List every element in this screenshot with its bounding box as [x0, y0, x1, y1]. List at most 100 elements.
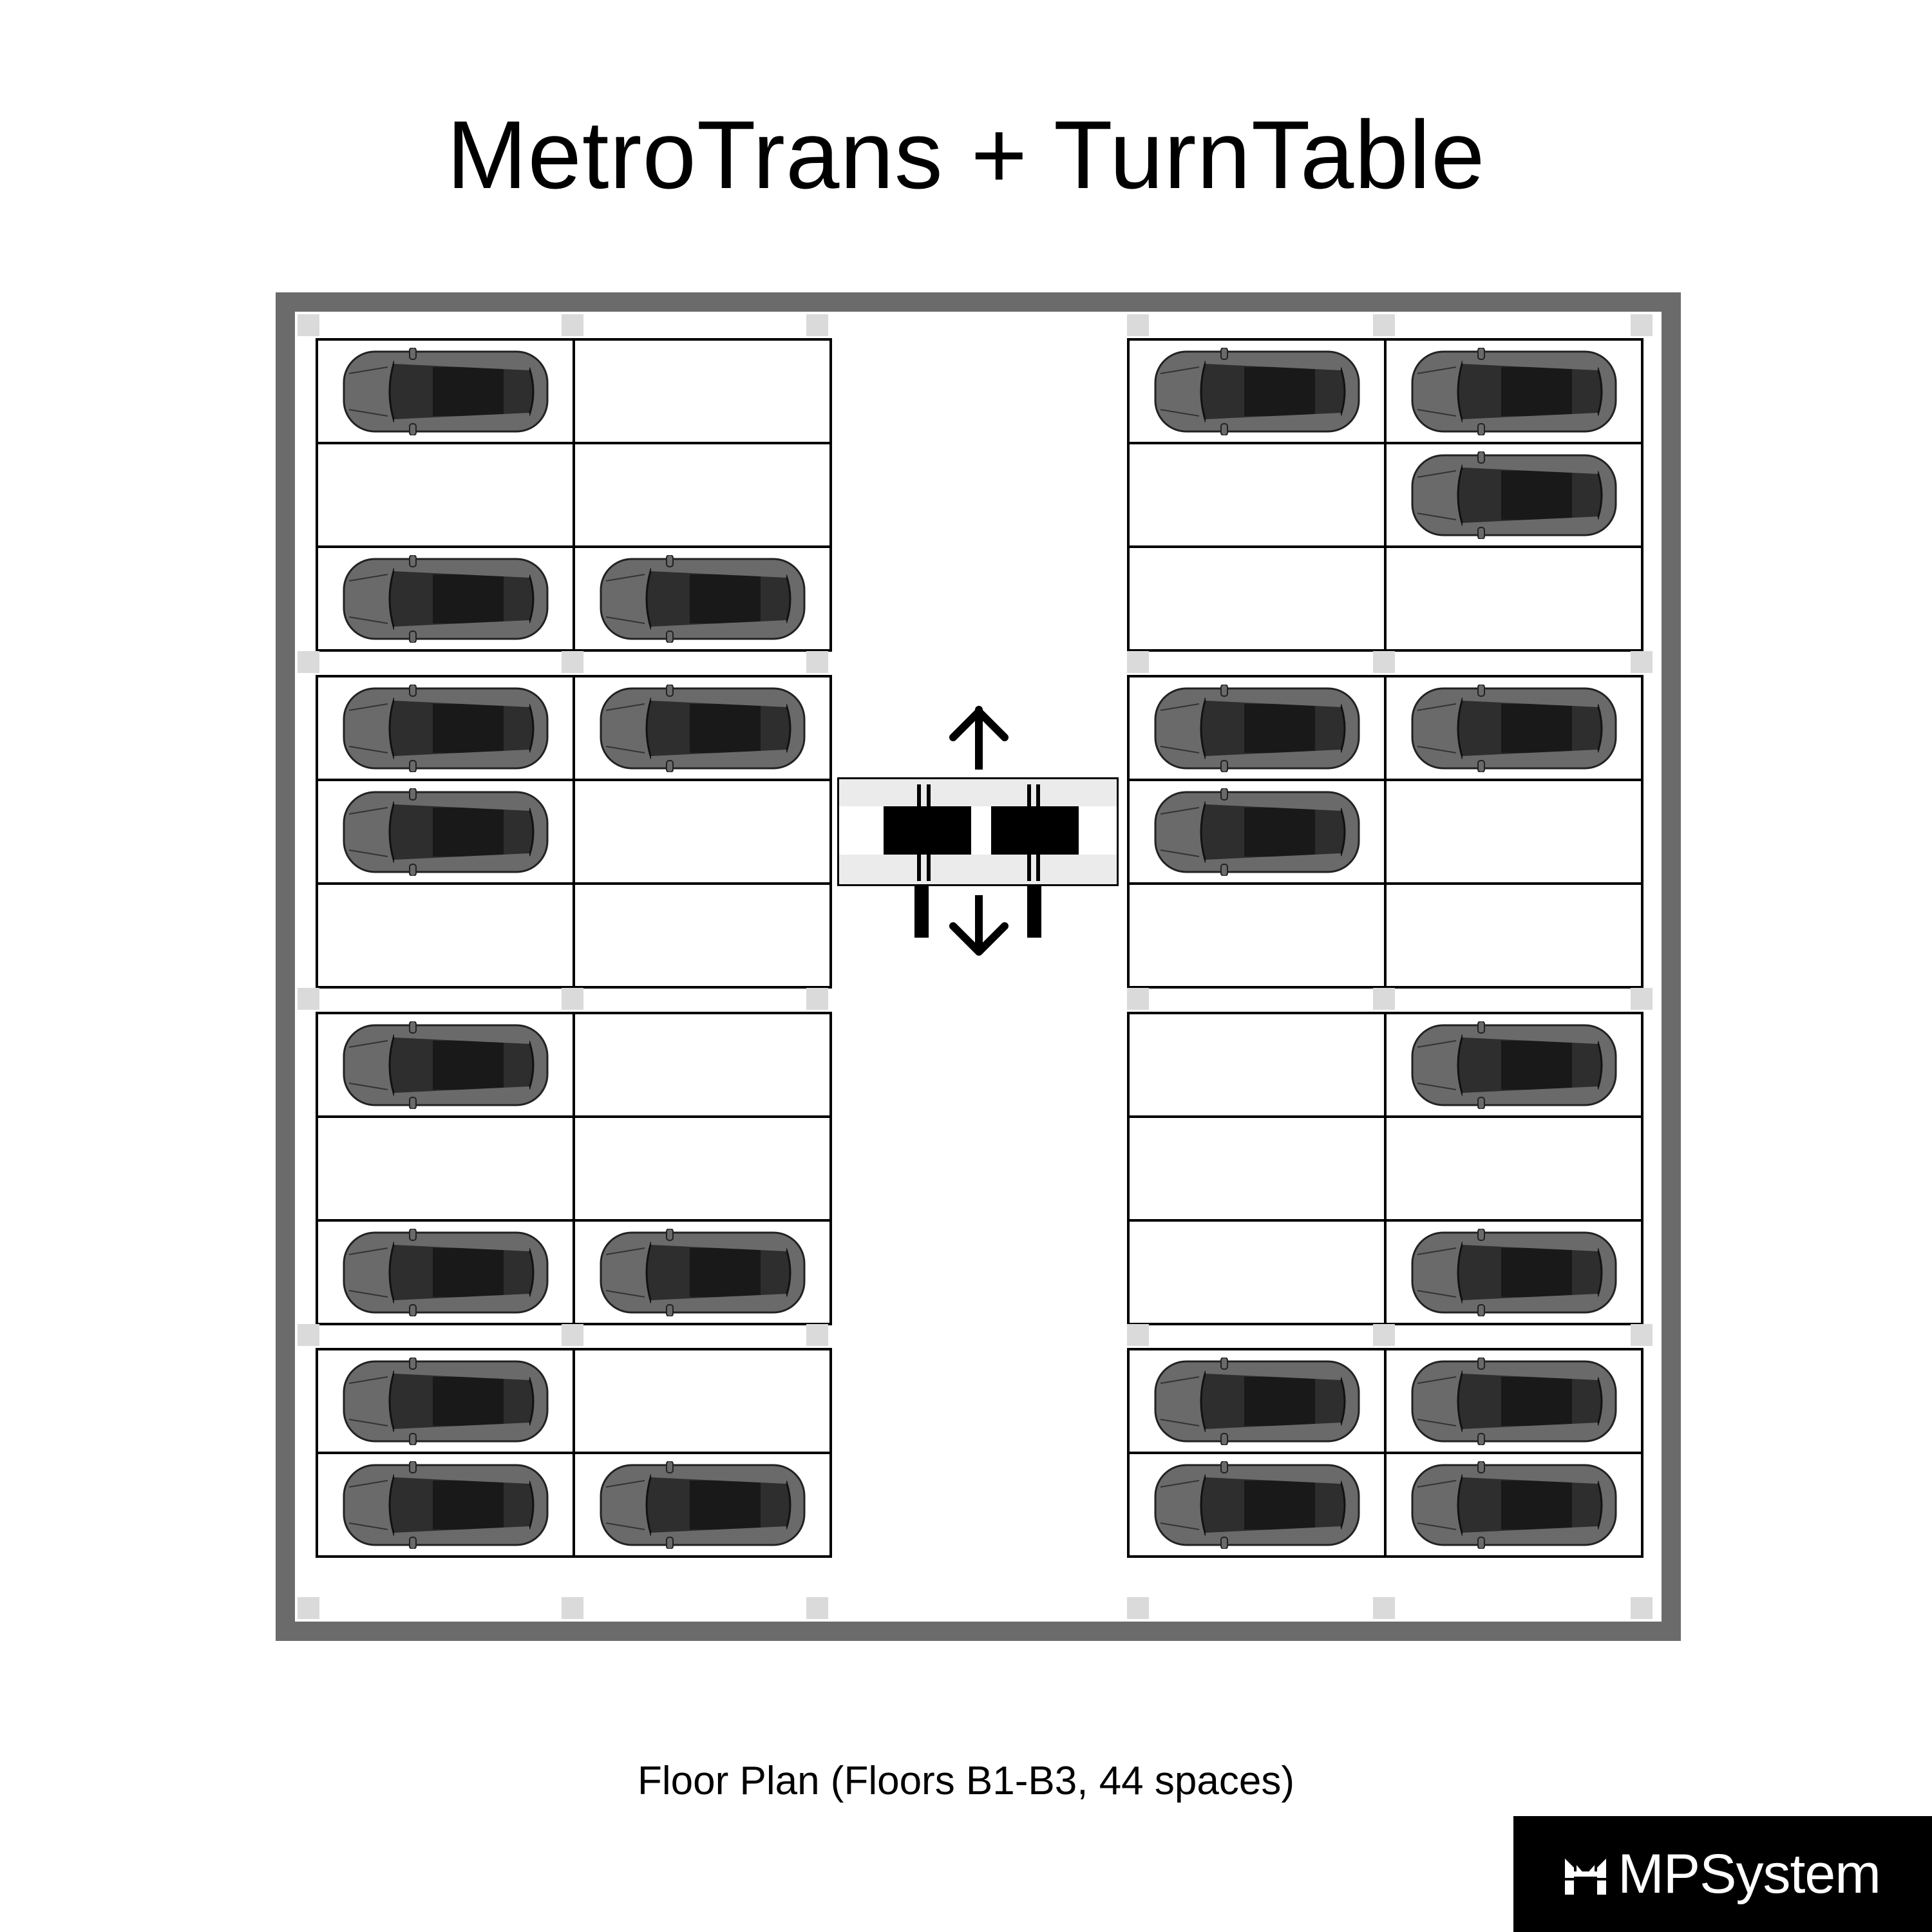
column-pillar	[806, 651, 828, 673]
car-icon	[1154, 1461, 1359, 1549]
parking-space-occupied[interactable]	[1384, 442, 1643, 548]
column-pillar	[1631, 314, 1653, 336]
parking-space-empty[interactable]	[1127, 442, 1387, 548]
car-icon	[343, 788, 548, 876]
column-pillar	[298, 988, 319, 1010]
car-icon	[1411, 1461, 1616, 1549]
column-pillar	[562, 988, 583, 1010]
parking-space-occupied[interactable]	[1384, 1348, 1643, 1454]
parking-space-occupied[interactable]	[316, 1348, 575, 1454]
mpsystem-logo-icon	[1565, 1853, 1607, 1895]
car-icon	[1154, 347, 1359, 435]
parking-space-occupied[interactable]	[1384, 1012, 1643, 1118]
column-pillar	[1631, 988, 1653, 1010]
parking-space-empty[interactable]	[573, 779, 832, 885]
parking-space-occupied[interactable]	[1384, 1452, 1643, 1558]
page-title: MetroTrans + TurnTable	[446, 100, 1486, 209]
logo-text: MPSystem	[1618, 1842, 1881, 1905]
down-arrow-icon	[949, 895, 1009, 956]
parking-space-empty[interactable]	[573, 1115, 832, 1222]
up-arrow-icon	[949, 706, 1009, 770]
column-pillar	[562, 651, 583, 673]
column-pillar	[1631, 651, 1653, 673]
car-icon	[1154, 788, 1359, 876]
parking-space-empty[interactable]	[1127, 1219, 1387, 1325]
parking-space-occupied[interactable]	[316, 545, 575, 652]
column-pillar	[298, 1324, 319, 1346]
parking-space-occupied[interactable]	[316, 1452, 575, 1558]
parking-space-empty[interactable]	[1384, 779, 1643, 885]
parking-space-occupied[interactable]	[316, 779, 575, 885]
parking-space-occupied[interactable]	[573, 675, 832, 781]
car-icon	[600, 684, 805, 772]
car-icon	[343, 684, 548, 772]
parking-space-occupied[interactable]	[316, 1219, 575, 1325]
parking-space-occupied[interactable]	[1384, 675, 1643, 781]
car-icon	[600, 1461, 805, 1549]
parking-space-occupied[interactable]	[316, 1012, 575, 1118]
parking-space-empty[interactable]	[1384, 545, 1643, 652]
parking-space-empty[interactable]	[573, 442, 832, 548]
column-pillar	[806, 1597, 828, 1619]
turntable[interactable]	[837, 777, 1119, 886]
parking-space-empty[interactable]	[573, 338, 832, 444]
parking-space-occupied[interactable]	[316, 338, 575, 444]
car-icon	[343, 1228, 548, 1316]
car-icon	[1154, 684, 1359, 772]
column-pillar	[1373, 1324, 1395, 1346]
parking-space-empty[interactable]	[316, 882, 575, 989]
column-pillar	[1127, 314, 1149, 336]
parking-space-empty[interactable]	[573, 1012, 832, 1118]
turntable-icon	[839, 779, 1117, 884]
car-icon	[343, 554, 548, 643]
parking-space-occupied[interactable]	[316, 675, 575, 781]
column-pillar	[298, 314, 319, 336]
parking-space-occupied[interactable]	[1384, 1219, 1643, 1325]
parking-space-occupied[interactable]	[573, 1219, 832, 1325]
parking-space-empty[interactable]	[316, 1115, 575, 1222]
column-pillar	[298, 651, 319, 673]
car-icon	[1411, 347, 1616, 435]
mpsystem-logo[interactable]: MPSystem	[1513, 1816, 1932, 1932]
parking-space-empty[interactable]	[573, 882, 832, 989]
car-icon	[600, 1228, 805, 1316]
turntable-rail-left	[914, 886, 929, 938]
parking-space-occupied[interactable]	[1127, 1452, 1387, 1558]
column-pillar	[1373, 651, 1395, 673]
car-icon	[1411, 1228, 1616, 1316]
parking-space-empty[interactable]	[1127, 1012, 1387, 1118]
parking-space-occupied[interactable]	[573, 545, 832, 652]
parking-space-empty[interactable]	[1384, 882, 1643, 989]
car-icon	[1411, 684, 1616, 772]
column-pillar	[806, 1324, 828, 1346]
parking-space-occupied[interactable]	[1127, 338, 1387, 444]
column-pillar	[1373, 988, 1395, 1010]
column-pillar	[1127, 1597, 1149, 1619]
parking-space-empty[interactable]	[316, 442, 575, 548]
parking-space-occupied[interactable]	[1384, 338, 1643, 444]
parking-space-occupied[interactable]	[1127, 779, 1387, 885]
parking-space-empty[interactable]	[1384, 1115, 1643, 1222]
car-icon	[1411, 451, 1616, 539]
column-pillar	[806, 314, 828, 336]
column-pillar	[1127, 988, 1149, 1010]
column-pillar	[806, 988, 828, 1010]
column-pillar	[1373, 314, 1395, 336]
column-pillar	[1631, 1324, 1653, 1346]
column-pillar	[562, 1597, 583, 1619]
parking-space-empty[interactable]	[1127, 1115, 1387, 1222]
car-icon	[1411, 1021, 1616, 1109]
column-pillar	[1373, 1597, 1395, 1619]
parking-space-empty[interactable]	[1127, 882, 1387, 989]
column-pillar	[1631, 1597, 1653, 1619]
column-pillar	[562, 314, 583, 336]
parking-space-occupied[interactable]	[573, 1452, 832, 1558]
parking-space-occupied[interactable]	[1127, 1348, 1387, 1454]
car-icon	[343, 1461, 548, 1549]
car-icon	[343, 347, 548, 435]
parking-space-empty[interactable]	[1127, 545, 1387, 652]
column-pillar	[298, 1597, 319, 1619]
parking-space-empty[interactable]	[573, 1348, 832, 1454]
car-icon	[343, 1021, 548, 1109]
parking-space-occupied[interactable]	[1127, 675, 1387, 781]
